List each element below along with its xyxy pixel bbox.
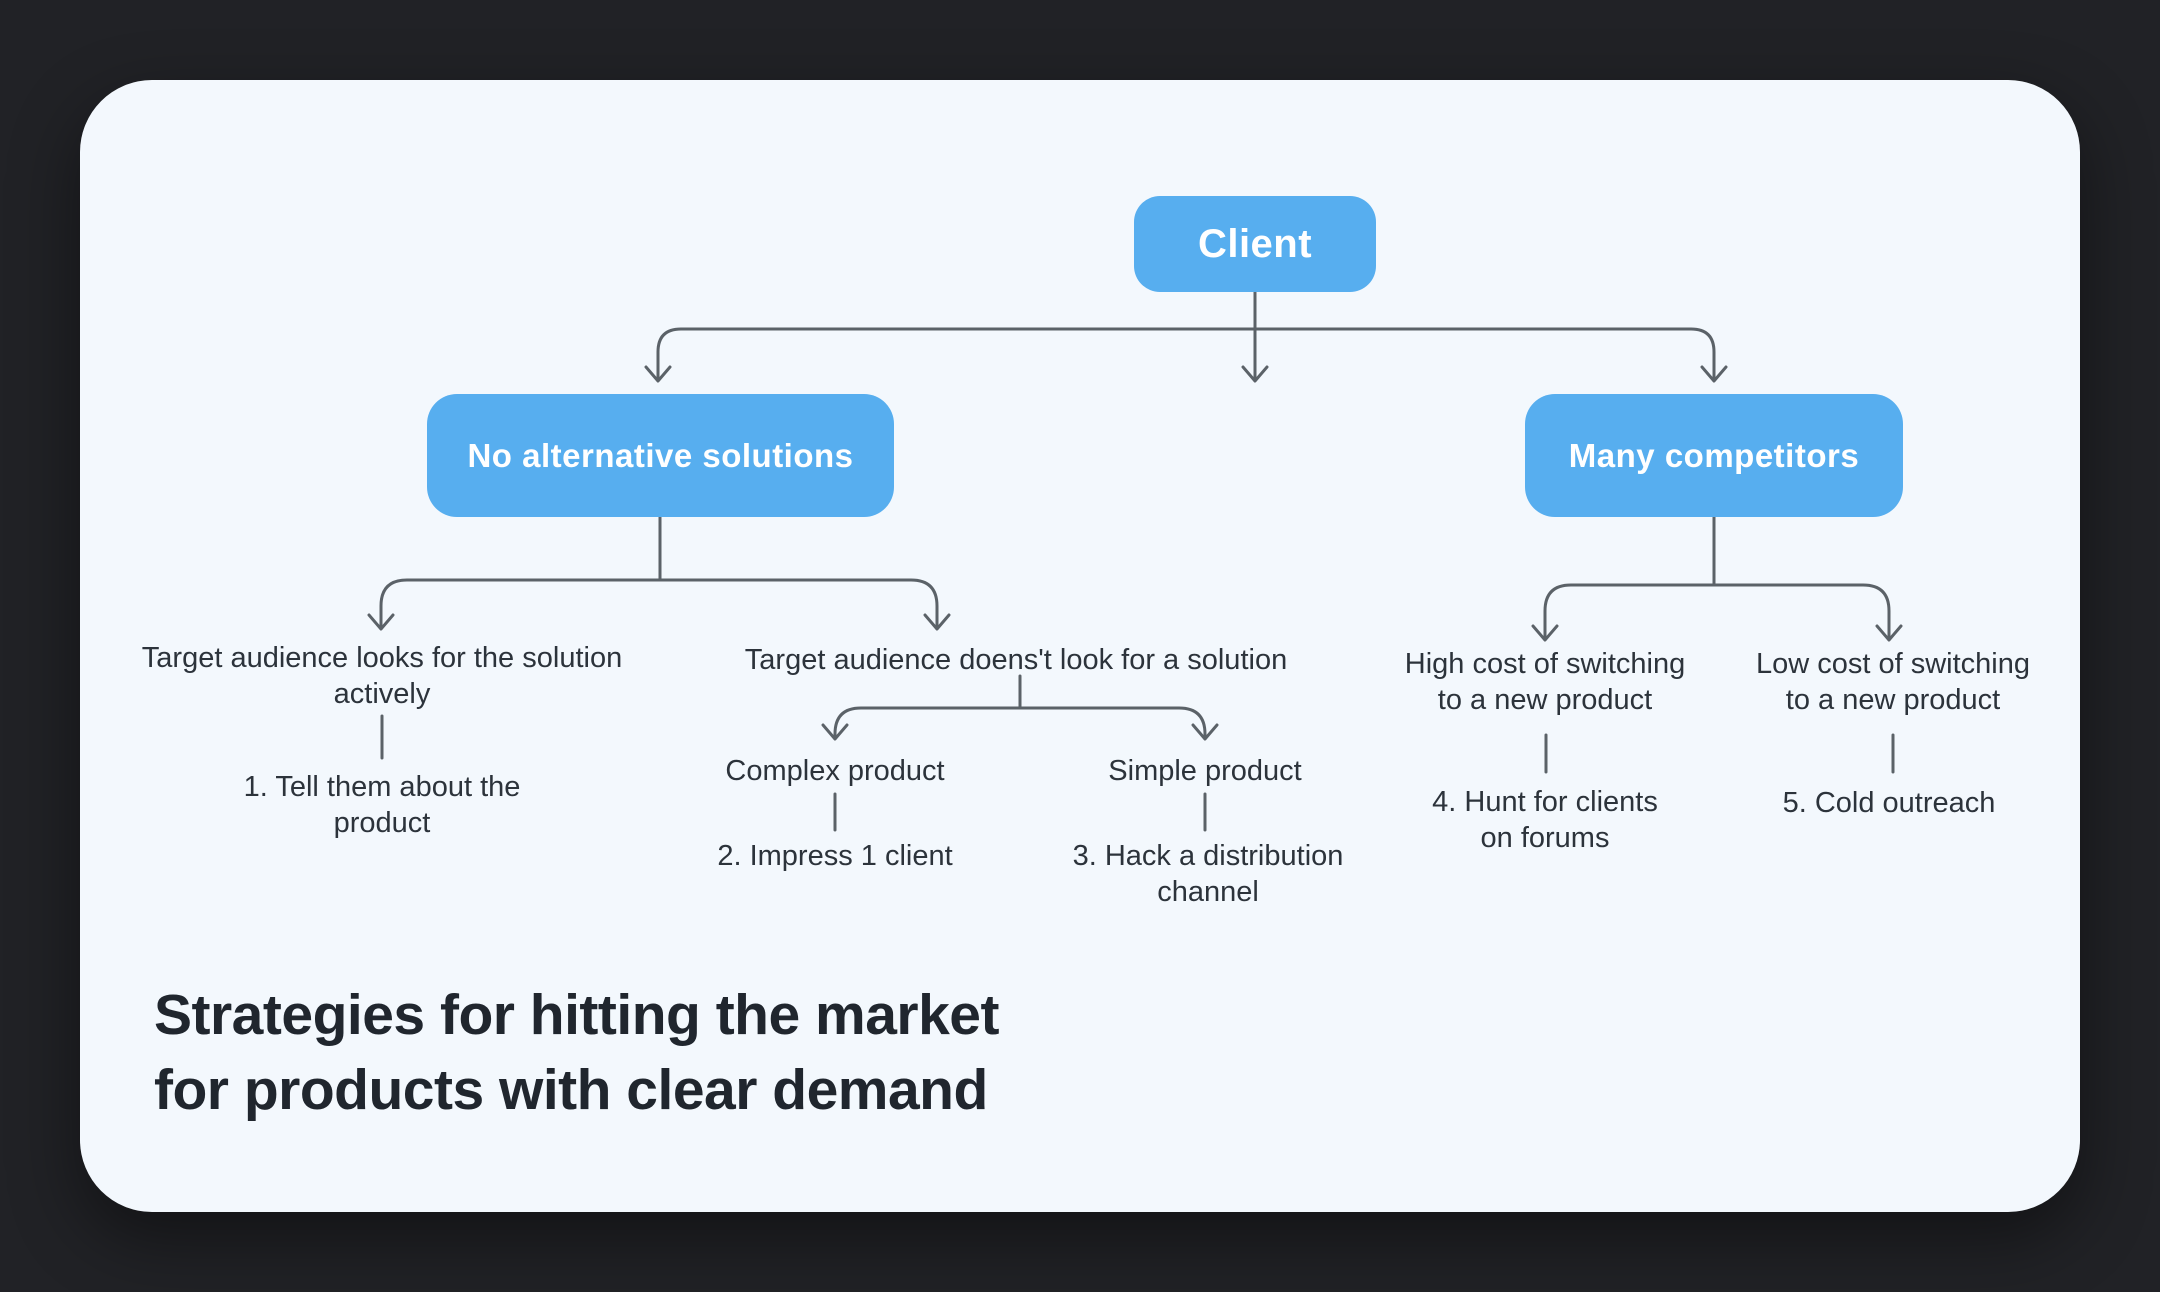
strategy-line: 1. Tell them about the: [243, 771, 521, 803]
condition-line: Target audience doens't look for a solut…: [744, 644, 1288, 676]
diagram-title-line: Strategies for hitting the market: [154, 983, 1000, 1047]
condition-line: Complex product: [725, 755, 945, 787]
condition-no-search: Target audience doens't look for a solut…: [745, 642, 1287, 678]
strategy-line: 3. Hack a distribution: [1072, 840, 1344, 872]
diagram-title-line: for products with clear demand: [154, 1058, 988, 1122]
strategy-4: 4. Hunt for clients on forums: [1432, 784, 1658, 856]
condition-line: Target audience looks for the solution: [141, 642, 623, 674]
diagram-card: Client No alternative solutions Many com…: [80, 80, 2080, 1212]
node-many-competitors-label: Many competitors: [1568, 436, 1860, 474]
node-no-alternative-solutions: No alternative solutions: [427, 394, 894, 517]
condition-low-switching-cost: Low cost of switching to a new product: [1756, 646, 2030, 718]
diagram-title: Strategies for hitting the market for pr…: [154, 978, 1000, 1128]
condition-line: Simple product: [1108, 755, 1302, 787]
condition-line: to a new product: [1437, 684, 1653, 716]
condition-high-switching-cost: High cost of switching to a new product: [1405, 646, 1685, 718]
strategy-line: on forums: [1480, 822, 1610, 854]
strategy-line: product: [333, 807, 431, 839]
condition-line: actively: [333, 678, 431, 710]
strategy-line: 4. Hunt for clients: [1432, 786, 1658, 818]
condition-line: Low cost of switching: [1755, 648, 2031, 680]
condition-line: to a new product: [1785, 684, 2001, 716]
condition-simple-product: Simple product: [1108, 753, 1301, 789]
strategy-2: 2. Impress 1 client: [717, 838, 952, 874]
strategy-line: 5. Cold outreach: [1782, 787, 1996, 819]
node-layer: Client No alternative solutions Many com…: [80, 80, 2080, 1212]
node-client: Client: [1134, 196, 1376, 292]
node-no-alternative-solutions-label: No alternative solutions: [467, 436, 854, 474]
strategy-5: 5. Cold outreach: [1783, 785, 1996, 821]
condition-line: High cost of switching: [1404, 648, 1686, 680]
strategy-line: 2. Impress 1 client: [717, 840, 953, 872]
strategy-3: 3. Hack a distribution channel: [1073, 838, 1344, 910]
condition-complex-product: Complex product: [725, 753, 944, 789]
condition-active-search: Target audience looks for the solution a…: [142, 640, 622, 712]
strategy-line: channel: [1157, 876, 1259, 908]
node-many-competitors: Many competitors: [1525, 394, 1903, 517]
node-client-label: Client: [1197, 221, 1313, 266]
strategy-1: 1. Tell them about the product: [244, 769, 521, 841]
